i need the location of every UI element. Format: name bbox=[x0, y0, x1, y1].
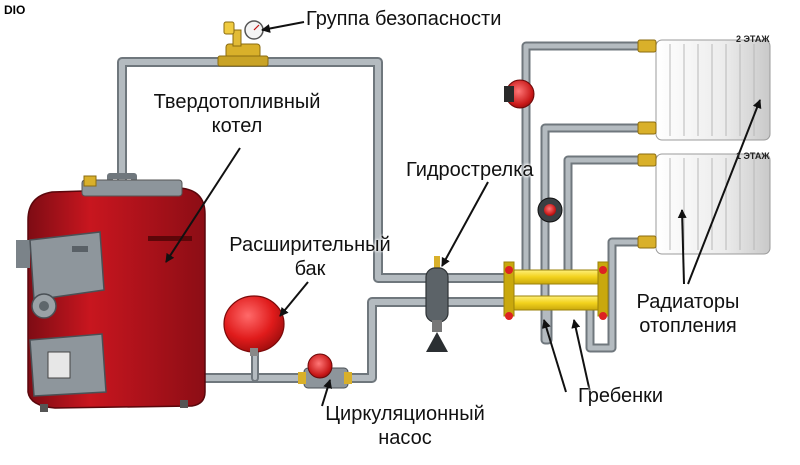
safety-group bbox=[217, 20, 269, 67]
label-pump-line1: Циркуляционный bbox=[325, 403, 485, 425]
label-boiler-line2: котел bbox=[211, 115, 263, 137]
label-expansion-line1: Расширительный bbox=[229, 234, 391, 256]
label-safety-group: Группа безопасности bbox=[306, 8, 502, 30]
label-radiators-line1: Радиаторы bbox=[636, 291, 740, 313]
solid-fuel-boiler bbox=[16, 175, 206, 412]
manifold bbox=[503, 261, 609, 320]
label-floor-1: 1 ЭТАЖ bbox=[736, 151, 770, 161]
label-expansion-tank: Расширительный бак bbox=[204, 233, 416, 281]
corner-mark: DIO bbox=[4, 3, 26, 17]
label-radiators: Радиаторы отопления bbox=[618, 290, 758, 338]
radiator-floor-1 bbox=[637, 153, 771, 255]
hydro-separator bbox=[425, 256, 449, 352]
label-hydro-separator: Гидрострелка bbox=[406, 159, 534, 181]
label-circulation-pump: Циркуляционный насос bbox=[300, 402, 510, 450]
label-boiler-line1: Твердотопливный bbox=[153, 91, 321, 113]
floor-pumps bbox=[504, 79, 563, 223]
circulation-pump bbox=[298, 353, 352, 389]
radiator-floor-2 bbox=[637, 39, 771, 141]
label-radiators-line2: отопления bbox=[639, 315, 737, 337]
expansion-tank bbox=[223, 295, 285, 356]
callout-arrows bbox=[165, 21, 762, 407]
label-boiler: Твердотопливный котел bbox=[134, 90, 340, 138]
label-expansion-line2: бак bbox=[294, 258, 326, 280]
label-manifolds: Гребенки bbox=[578, 385, 664, 407]
label-floor-2: 2 ЭТАЖ bbox=[736, 34, 770, 44]
label-pump-line2: насос bbox=[378, 427, 432, 449]
